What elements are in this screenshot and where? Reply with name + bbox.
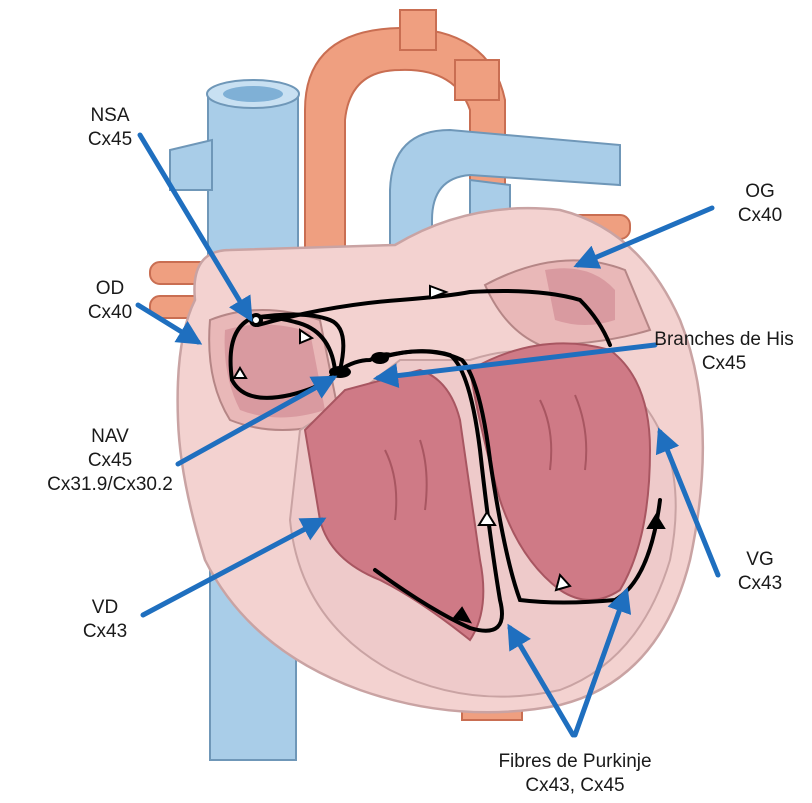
label-og: OG Cx40 xyxy=(715,180,805,228)
label-vg: VG Cx43 xyxy=(720,548,800,596)
label-vd-name: VD xyxy=(55,596,155,620)
label-purkinje-name: Fibres de Purkinje xyxy=(460,750,690,774)
label-vd-connexin: Cx43 xyxy=(55,620,155,644)
label-his-connexin: Cx45 xyxy=(640,352,808,376)
label-og-name: OG xyxy=(715,180,805,204)
label-his: Branches de His Cx45 xyxy=(640,328,808,376)
label-nav: NAV Cx45 Cx31.9/Cx30.2 xyxy=(20,425,200,497)
label-nav-name: NAV xyxy=(20,425,200,449)
label-nav-connexin2: Cx31.9/Cx30.2 xyxy=(20,473,200,497)
label-od-connexin: Cx40 xyxy=(60,301,160,325)
brachiocephalic-vein xyxy=(170,140,212,190)
label-purkinje: Fibres de Purkinje Cx43, Cx45 xyxy=(460,750,690,798)
label-nsa-connexin: Cx45 xyxy=(60,128,160,152)
label-od-name: OD xyxy=(60,277,160,301)
label-nsa-name: NSA xyxy=(60,104,160,128)
label-vg-name: VG xyxy=(720,548,800,572)
label-vg-connexin: Cx43 xyxy=(720,572,800,596)
label-nav-connexin: Cx45 xyxy=(20,449,200,473)
label-purkinje-connexin: Cx43, Cx45 xyxy=(460,774,690,798)
label-vd: VD Cx43 xyxy=(55,596,155,644)
label-nsa: NSA Cx45 xyxy=(60,104,160,152)
label-og-connexin: Cx40 xyxy=(715,204,805,228)
label-his-name: Branches de His xyxy=(640,328,808,352)
label-od: OD Cx40 xyxy=(60,277,160,325)
his-node xyxy=(371,352,389,364)
